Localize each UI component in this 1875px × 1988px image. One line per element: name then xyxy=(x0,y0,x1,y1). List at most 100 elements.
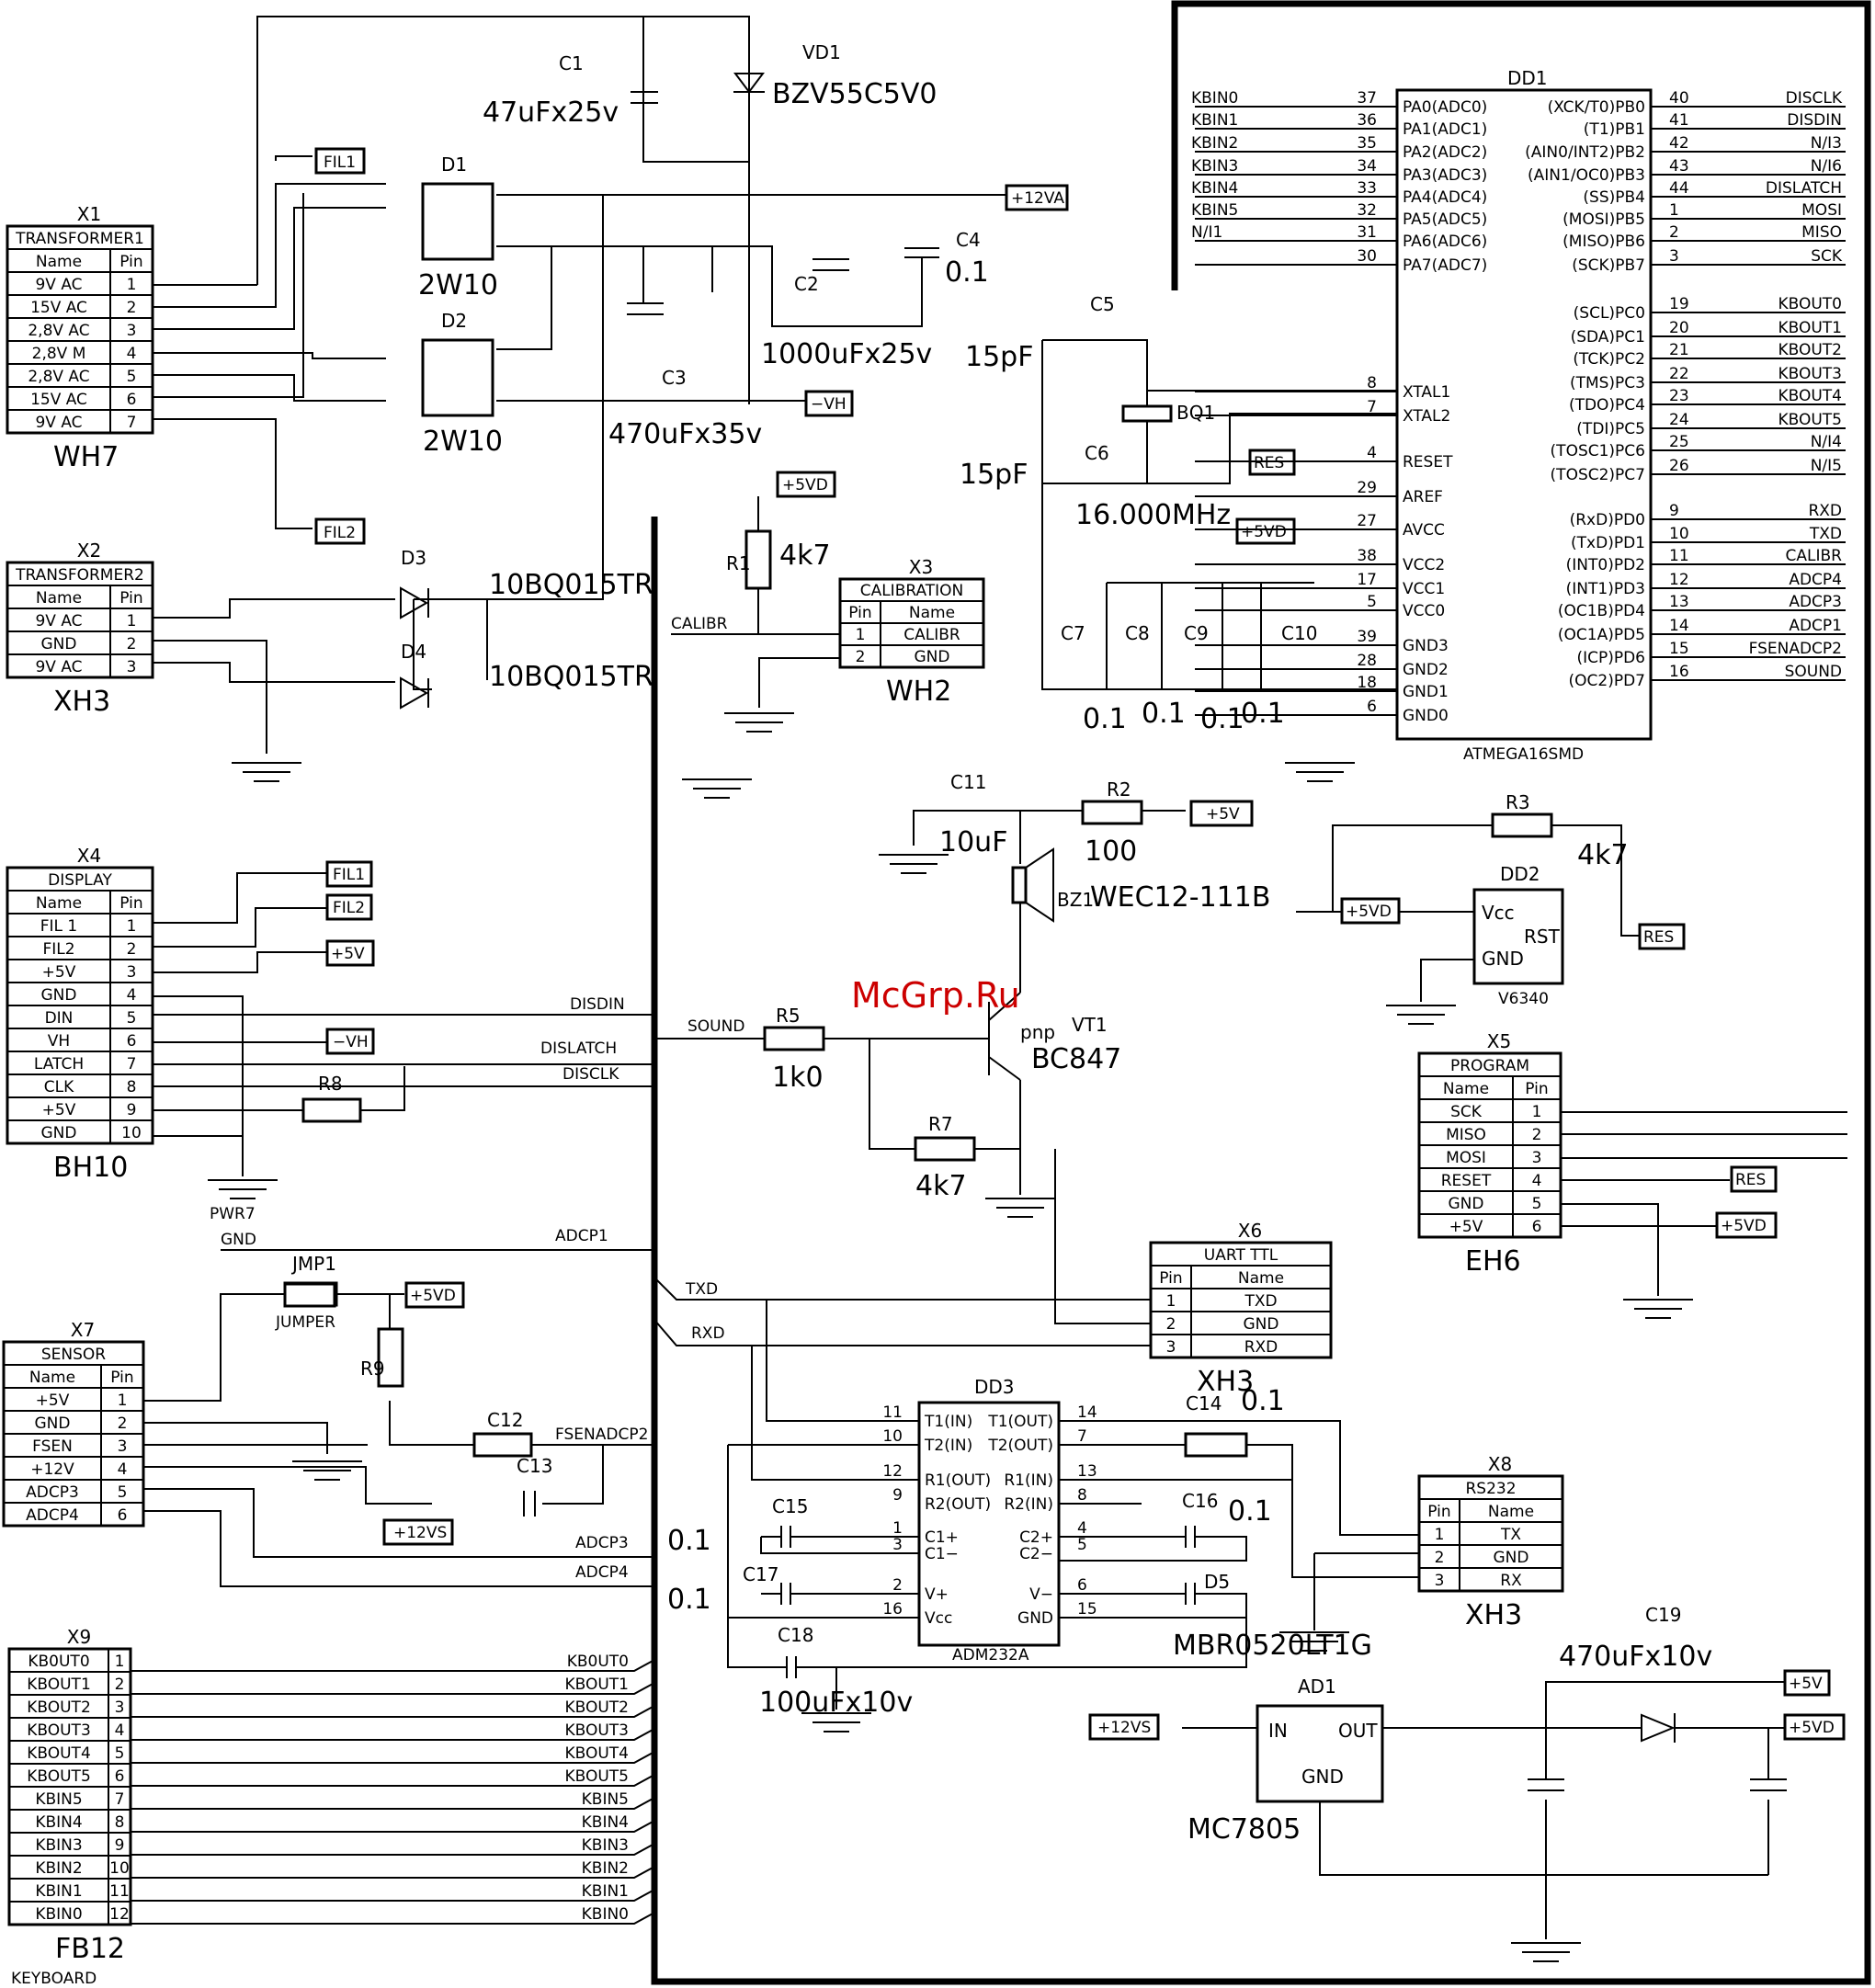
connector-cell: 3 xyxy=(118,1437,128,1456)
svg-text:+12VA: +12VA xyxy=(1011,189,1064,208)
dd3-pin-name: R2(IN) xyxy=(1004,1495,1053,1514)
mcu-net-label: KBOUT5 xyxy=(1778,411,1842,429)
mcu-pin-number: 24 xyxy=(1669,411,1689,429)
dd3-pin-number: 5 xyxy=(1077,1536,1087,1554)
mcu-pin-name: VCC1 xyxy=(1403,580,1445,598)
mcu-net-label: ADCP4 xyxy=(1789,571,1842,589)
dd3-pin-name: T2(IN) xyxy=(924,1437,972,1455)
svg-text:RES: RES xyxy=(1643,928,1674,947)
mcu-pin-name: (SS)PB4 xyxy=(1583,188,1645,207)
mcu-net-label: N/I4 xyxy=(1811,433,1842,451)
svg-text:+5V: +5V xyxy=(1206,805,1240,824)
svg-text:C12: C12 xyxy=(487,1409,523,1431)
net-flag-5vd-1: +5VD xyxy=(776,471,836,498)
dd3-pin-name: R1(IN) xyxy=(1004,1471,1053,1490)
connector-type: WH2 xyxy=(886,676,951,708)
mcu-pin-number: 15 xyxy=(1669,640,1689,658)
dd3-pin-name: V− xyxy=(1029,1585,1053,1604)
dd3-pin-name: C2− xyxy=(1019,1545,1053,1563)
connector-cell: 3 xyxy=(127,963,137,982)
disdin-label: DISDIN xyxy=(570,995,625,1014)
mcu-pin-number: 10 xyxy=(1669,525,1689,543)
connector-cell: GND xyxy=(41,1124,77,1142)
svg-text:+5VD: +5VD xyxy=(1241,523,1287,541)
connector-head: Pin xyxy=(1159,1269,1182,1288)
mcu-pin-number: 44 xyxy=(1669,179,1689,198)
connector-cell: 9V AC xyxy=(35,414,82,432)
mcu-pin-number: 25 xyxy=(1669,433,1689,451)
connector-title: TRANSFORMER1 xyxy=(15,230,144,248)
connector-cell: 3 xyxy=(1166,1338,1176,1357)
kb-net-label: KBOUT2 xyxy=(564,1698,629,1717)
dd3-pin-name: Vcc xyxy=(925,1609,952,1628)
kb-net-label: KBOUT1 xyxy=(564,1676,629,1694)
svg-text:ADM232A: ADM232A xyxy=(952,1646,1029,1664)
connector-cell: TX xyxy=(1500,1526,1521,1544)
net-flag-5vd-reg: +5VD xyxy=(1783,1713,1846,1741)
d2-value: 2W10 xyxy=(423,426,503,458)
connector-cell: KBOUT4 xyxy=(27,1744,91,1763)
connector-type: BH10 xyxy=(53,1152,128,1184)
svg-text:470uFx10v: 470uFx10v xyxy=(1559,1641,1712,1673)
mcu-part: ATMEGA16SMD xyxy=(1463,745,1584,764)
svg-text:GND: GND xyxy=(1301,1766,1344,1788)
watermark: McGrp.Ru xyxy=(851,975,1020,1016)
dd3-pin-number: 10 xyxy=(882,1427,903,1446)
connector-cell: 2 xyxy=(1435,1549,1445,1567)
svg-text:DD2: DD2 xyxy=(1500,863,1540,885)
connector-cell: 1 xyxy=(1532,1103,1542,1121)
ground-symbols xyxy=(208,712,1693,1962)
connector-ref: X6 xyxy=(1238,1220,1262,1242)
dd3-pin-name: C1− xyxy=(925,1545,959,1563)
mcu-pin-number: 9 xyxy=(1669,502,1679,520)
d1-ref: D1 xyxy=(441,153,467,176)
connector-cell: 4 xyxy=(118,1460,128,1479)
connector-ref: X9 xyxy=(67,1626,91,1648)
mcu-pin-name: (INT0)PD2 xyxy=(1566,556,1645,574)
connector-cell: 1 xyxy=(118,1392,128,1410)
mcu-pin-number: 16 xyxy=(1669,663,1689,681)
connector-ref: X3 xyxy=(909,556,933,578)
regulator-ad1: IN OUT GND AD1 MC7805 C19 470uFx10v xyxy=(1182,1604,1787,1939)
mcu-net-label: KBIN0 xyxy=(1191,89,1238,108)
connector-cell: GND xyxy=(1449,1195,1484,1213)
ground-symbol xyxy=(292,1460,362,1481)
mcu-net-label: FSENADCP2 xyxy=(1749,640,1842,658)
connector-cell: 9V AC xyxy=(35,612,82,630)
mcu-net-label: N/I1 xyxy=(1191,223,1222,242)
connector-cell: 1 xyxy=(1166,1292,1176,1311)
svg-text:C6: C6 xyxy=(1085,442,1109,464)
net-flag-12vs-sensor: +12VS xyxy=(382,1518,454,1546)
mcu-pin-number: 30 xyxy=(1357,247,1377,266)
net-flag-fil1-display: FIL1 xyxy=(325,860,373,888)
connector-cell: RXD xyxy=(1244,1338,1278,1357)
dd3-pin-number: 13 xyxy=(1077,1462,1097,1481)
svg-text:100: 100 xyxy=(1085,835,1137,868)
mcu-net-label: DISCLK xyxy=(1786,89,1843,108)
connector-head: Pin xyxy=(110,1369,133,1387)
connector-cell: 1 xyxy=(115,1653,125,1671)
mcu-pin-number: 21 xyxy=(1669,341,1689,359)
dd3-pin-number: 2 xyxy=(892,1576,903,1595)
dd3-pin-name: R1(OUT) xyxy=(925,1471,991,1490)
net-flag-5v-reg: +5V xyxy=(1783,1669,1831,1697)
svg-text:R1: R1 xyxy=(726,552,751,574)
bridge-d2: D2 2W10 xyxy=(421,310,503,458)
mcu-pin-number: 8 xyxy=(1367,374,1377,392)
connector-cell: KBIN0 xyxy=(35,1905,82,1924)
net-flag-vh-display: −VH xyxy=(325,1028,375,1055)
connector-cell: 2 xyxy=(127,635,137,653)
svg-text:FIL2: FIL2 xyxy=(333,899,365,917)
mcu-pin-number: 7 xyxy=(1367,398,1377,416)
connector-ref: X1 xyxy=(77,203,101,225)
svg-text:RES: RES xyxy=(1735,1171,1766,1189)
svg-text:0.1: 0.1 xyxy=(1200,703,1244,735)
program-wiring xyxy=(1559,1111,1847,1296)
connector-cell: 5 xyxy=(118,1483,128,1502)
connector-cell: KBIN1 xyxy=(35,1882,82,1901)
